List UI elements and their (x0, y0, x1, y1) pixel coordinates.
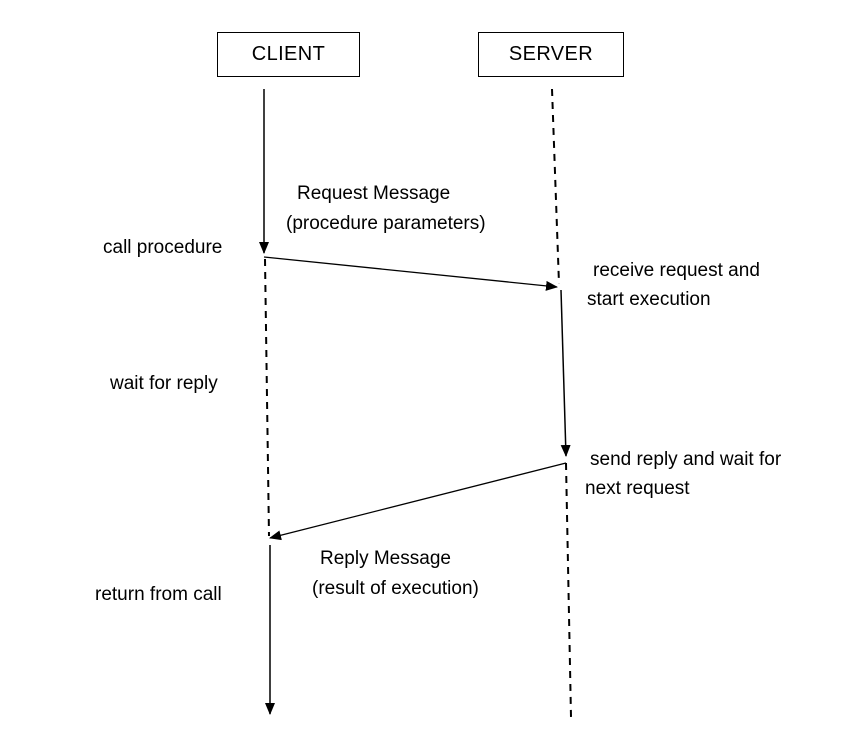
receive-request-line2: start execution (587, 289, 711, 310)
server-actor-box: SERVER (478, 32, 624, 77)
request-message-subtitle: (procedure parameters) (286, 213, 486, 234)
wait-for-reply-annotation: wait for reply (110, 373, 218, 394)
client-lifeline-waiting-dashed (264, 258, 270, 537)
request-message-title: Request Message (297, 183, 451, 204)
server-lifeline-idle-bottom-dashed (565, 462, 572, 718)
call-procedure-annotation: call procedure (103, 237, 223, 258)
request-message-label: Request Message (procedure parameters) (286, 179, 486, 239)
request-message-arrow (263, 256, 558, 291)
reply-message-arrow (269, 462, 567, 541)
server-actor-label: SERVER (508, 43, 594, 65)
server-lifeline-executing (560, 289, 571, 457)
receive-request-line1: receive request and (593, 260, 760, 281)
reply-message-label: Reply Message (result of execution) (312, 544, 479, 604)
client-actor-box: CLIENT (217, 32, 360, 77)
client-actor-label: CLIENT (251, 43, 326, 65)
send-reply-annotation: send reply and wait for next request (585, 445, 781, 503)
reply-message-title: Reply Message (320, 548, 451, 569)
server-lifeline-idle-top-dashed (551, 88, 560, 285)
receive-request-annotation: receive request and start execution (587, 256, 760, 314)
reply-message-subtitle: (result of execution) (312, 578, 479, 599)
send-reply-line2: next request (585, 478, 690, 499)
send-reply-line1: send reply and wait for (590, 449, 782, 470)
return-from-call-annotation: return from call (95, 584, 222, 605)
